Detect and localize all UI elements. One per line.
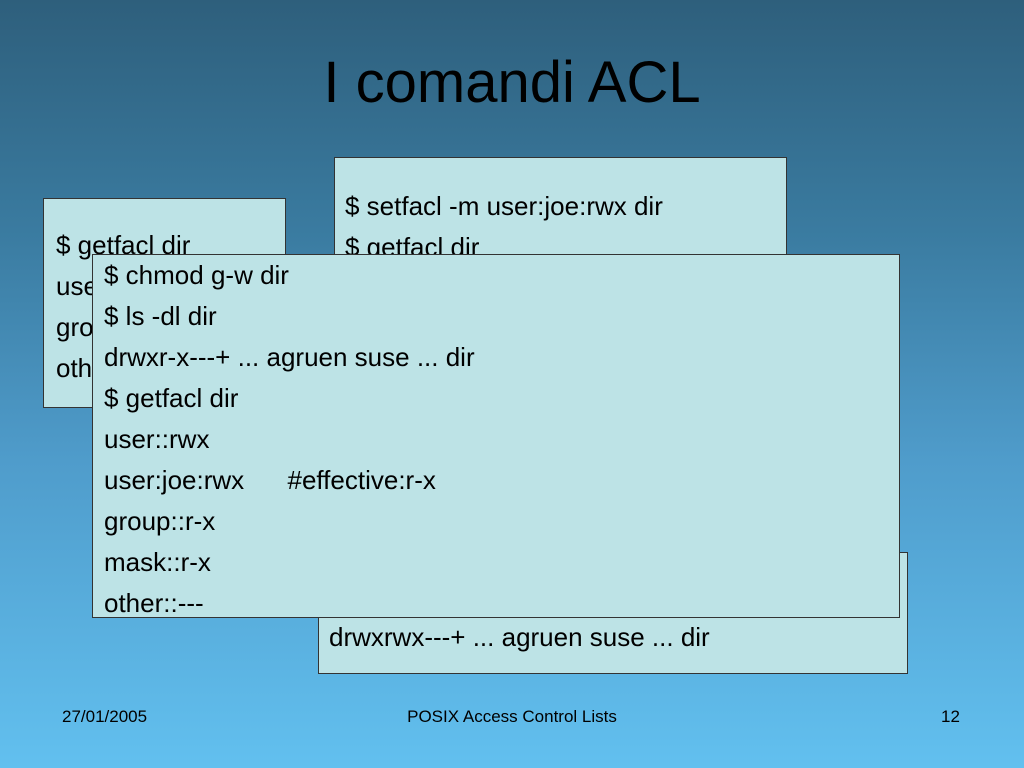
slide-title: I comandi ACL [323, 50, 701, 115]
code-line: mask::r-x [104, 547, 211, 577]
footer-date: 27/01/2005 [62, 707, 148, 726]
code-line: other::--- [104, 588, 204, 618]
footer-title: POSIX Access Control Lists [407, 707, 617, 726]
code-line: user:joe:rwx #effective:r-x [104, 465, 436, 495]
code-line: user::rwx [104, 424, 210, 454]
code-line: drwxr-x---+ ... agruen suse ... dir [104, 342, 475, 372]
code-line: drwxrwx---+ ... agruen suse ... dir [329, 622, 710, 652]
text-box-chmod: $ chmod g-w dir $ ls -dl dir drwxr-x---+… [92, 254, 900, 618]
code-line: $ setfacl -m user:joe:rwx dir [345, 191, 663, 221]
footer-page-number: 12 [941, 707, 960, 726]
code-line: $ chmod g-w dir [104, 260, 289, 290]
code-line: $ getfacl dir [104, 383, 239, 413]
code-line: $ ls -dl dir [104, 301, 217, 331]
code-line: group::r-x [104, 506, 216, 536]
